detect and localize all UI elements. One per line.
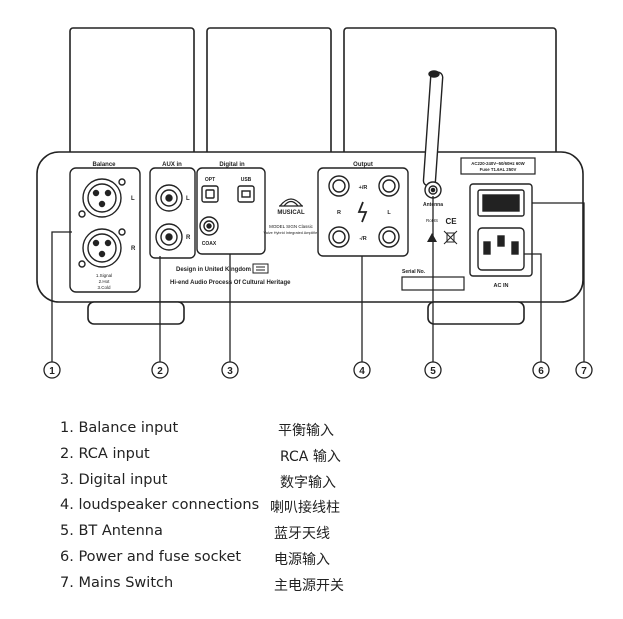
optical-port[interactable] — [201, 185, 219, 203]
weee-bin-icon — [443, 230, 458, 245]
callout-7-number: 7 — [581, 366, 587, 377]
legend-item: 7. Mains Switch 主电源开关 — [60, 575, 480, 601]
legend-item-zh: RCA 输入 — [280, 448, 341, 465]
callout-6-circle — [532, 361, 550, 379]
callout-1-line — [51, 231, 72, 362]
speaker-terminal-plus-r[interactable] — [328, 175, 350, 197]
power-section — [469, 183, 533, 277]
callout-7-line — [532, 202, 585, 362]
balance-note-2: 2.Hot — [99, 279, 111, 284]
opt-label: OPT — [205, 177, 215, 183]
legend-item-zh: 蓝牙天线 — [274, 526, 330, 543]
coax-label: COAX — [202, 241, 217, 247]
ac-rating-1: AC220-240V~50/60Hz 60W — [471, 161, 525, 166]
legend-item-zh: 电源输入 — [274, 551, 330, 568]
usb-label: USB — [241, 177, 252, 183]
rca-aux-right[interactable] — [155, 223, 183, 251]
transformer-cover-left — [69, 27, 195, 161]
brand-logo — [279, 198, 303, 207]
iec-power-socket[interactable] — [477, 227, 525, 271]
callout-5-circle — [424, 361, 442, 379]
legend-item-en: 3. Digital input — [60, 471, 168, 488]
usb-port[interactable] — [237, 185, 255, 203]
output-section — [317, 167, 409, 257]
transformer-cover-middle — [206, 27, 332, 161]
callout-2-circle — [151, 361, 169, 379]
legend-item-en: 7. Mains Switch — [60, 574, 174, 591]
balance-label: Balance — [92, 162, 116, 168]
speaker-terminal-minus-l[interactable] — [378, 226, 400, 248]
balance-note-3: 3.Cold — [97, 285, 111, 290]
callout-4-number: 4 — [359, 366, 365, 377]
aux-label: AUX in — [162, 162, 182, 168]
warning-icon — [427, 233, 437, 242]
aux-l-label: L — [186, 196, 190, 202]
legend-item: 2. RCA input RCA 输入 — [60, 446, 480, 472]
company-seal — [252, 263, 269, 274]
mains-switch[interactable] — [477, 189, 525, 217]
callout-7-circle — [575, 361, 593, 379]
legend-item-zh: 数字输入 — [280, 474, 336, 491]
coax-port[interactable] — [199, 216, 219, 236]
ac-rating-2: Fuse T1.6AL 250V — [480, 167, 517, 172]
legend-item-zh: 喇叭接线柱 — [270, 500, 340, 517]
legend-list: 1. Balance input 平衡输入 2. RCA input RCA 输… — [60, 420, 480, 601]
xlr-right-jack[interactable] — [82, 228, 122, 268]
digital-section — [196, 167, 266, 255]
legend-item-zh: 平衡输入 — [278, 423, 334, 439]
brand-line-2: Valve Hybrid Integrated Amplifier — [263, 231, 319, 235]
transformer-cover-right — [343, 27, 557, 161]
legend-item-en: 6. Power and fuse socket — [60, 548, 242, 565]
callout-1-circle — [43, 361, 61, 379]
logo-text: MUSICAL — [277, 210, 305, 216]
callout-6-number: 6 — [538, 366, 544, 377]
legend-item: 4. loudspeaker connections 喇叭接线柱 — [60, 497, 480, 523]
legend-item-zh: 主电源开关 — [274, 577, 344, 594]
design-line: Design in United Kingdom — [176, 267, 251, 273]
legend-item: 5. BT Antenna 蓝牙天线 — [60, 523, 480, 549]
callout-1-number: 1 — [49, 366, 55, 377]
foot-right — [427, 301, 525, 325]
speaker-terminal-plus-l[interactable] — [378, 175, 400, 197]
aux-r-label: R — [186, 235, 191, 241]
balance-note-1: 1.Signal — [96, 273, 112, 278]
out-plus-r-label: +/R — [359, 185, 368, 191]
xlr-left-jack[interactable] — [82, 178, 122, 218]
callout-3-circle — [221, 361, 239, 379]
callout-3-number: 3 — [227, 366, 233, 377]
output-label: Output — [353, 162, 373, 168]
serial-label: Serial No. — [402, 269, 426, 275]
rca-aux-left[interactable] — [155, 184, 183, 212]
callout-5-number: 5 — [430, 366, 436, 377]
legend-item-en: 4. loudspeaker connections — [60, 497, 260, 514]
balance-l-label: L — [131, 196, 135, 202]
speaker-terminal-minus-r[interactable] — [328, 226, 350, 248]
aux-section — [149, 167, 196, 259]
legend-item-en: 2. RCA input — [60, 445, 150, 462]
legend-item-en: 1. Balance input — [60, 420, 179, 436]
callout-2-number: 2 — [157, 366, 163, 377]
legend-item: 1. Balance input 平衡输入 — [60, 420, 480, 446]
chassis-panel — [36, 151, 584, 303]
legend-item: 3. Digital input 数字输入 — [60, 472, 480, 498]
balance-section — [69, 167, 141, 293]
foot-left — [87, 301, 185, 325]
ac-rating-box — [460, 157, 536, 175]
balance-r-label: R — [131, 246, 136, 252]
bt-antenna[interactable] — [422, 70, 444, 199]
out-minus-r-label: -/R — [359, 236, 366, 242]
out-r-label: R — [337, 210, 341, 216]
digital-label: Digital in — [219, 162, 245, 168]
out-l-label: L — [387, 210, 391, 216]
rohs-label: RoHS — [426, 218, 438, 223]
callout-6-line — [524, 253, 542, 362]
ce-mark: CE — [445, 217, 457, 226]
ac-in-label: AC IN — [494, 283, 509, 289]
legend-item-en: 5. BT Antenna — [60, 523, 163, 540]
legend-item: 6. Power and fuse socket 电源输入 — [60, 549, 480, 575]
callout-4-circle — [353, 361, 371, 379]
brand-line-1: MODEL SIGN Classic — [269, 224, 314, 229]
rear-panel-diagram: Balance L R 1.Signal 2.Hot 3.Cold AUX in… — [36, 27, 593, 379]
